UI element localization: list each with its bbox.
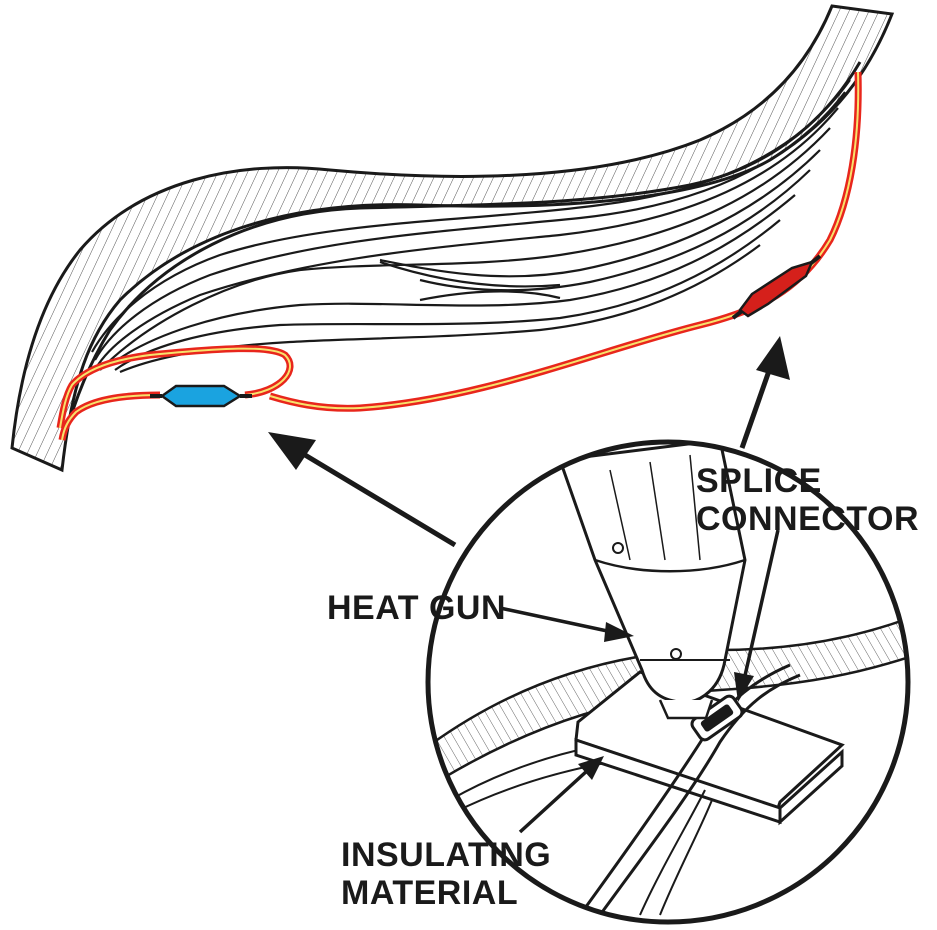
label-splice-line1: SPLICE [696, 462, 822, 500]
splice-connector-right [731, 254, 822, 320]
pointer-arrow-right [739, 336, 790, 449]
label-insulating-line1: INSULATING [341, 836, 552, 874]
repair-wire [56, 71, 862, 441]
label-heat-gun: HEAT GUN [327, 589, 507, 627]
pointer-arrow-left [268, 432, 457, 548]
label-insulating-material: INSULATING MATERIAL [341, 836, 551, 912]
detail-splice-connector [690, 694, 744, 742]
label-insulating-line2: MATERIAL [341, 874, 519, 912]
label-splice-line2: CONNECTOR [696, 500, 919, 538]
leader-heat-gun [499, 606, 634, 642]
label-splice-connector: SPLICE CONNECTOR [696, 462, 919, 538]
splice-connector-left [150, 384, 252, 408]
heat-gun-body [557, 442, 747, 720]
leader-insulating-material [518, 756, 604, 834]
detail-circle [425, 439, 911, 925]
leader-splice-connector [734, 529, 780, 702]
